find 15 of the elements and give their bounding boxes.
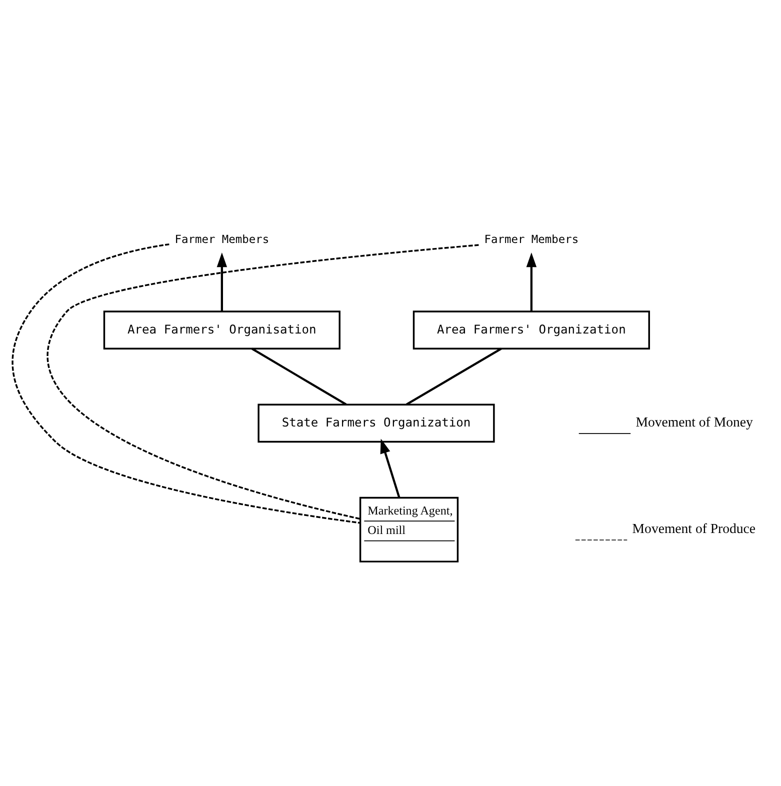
node-box: Area Farmers' Organization bbox=[412, 310, 650, 350]
legend-label: Movement of Money bbox=[636, 414, 753, 430]
connector bbox=[12, 243, 360, 524]
connector bbox=[251, 348, 347, 406]
connector bbox=[406, 348, 502, 406]
node-box: Area Farmers' Organisation bbox=[103, 310, 340, 350]
arrow bbox=[216, 252, 228, 312]
node-box: Marketing Agent, Oil mill bbox=[359, 496, 459, 562]
arrow bbox=[380, 438, 400, 498]
node-box: State Farmers Organization bbox=[258, 404, 495, 443]
connector bbox=[47, 244, 479, 520]
node-text: Farmer Members bbox=[174, 232, 270, 246]
arrow bbox=[526, 252, 537, 312]
node-text: Farmer Members bbox=[484, 232, 579, 246]
legend-label: Movement of Produce bbox=[632, 520, 756, 536]
